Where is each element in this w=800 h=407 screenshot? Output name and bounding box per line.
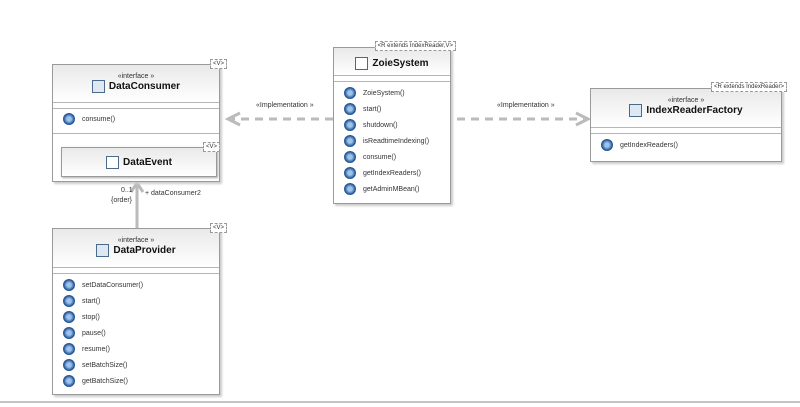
method-label: resume() — [82, 345, 111, 353]
method-icon — [63, 113, 75, 125]
class-icon — [355, 57, 369, 70]
stereotype: «interface » — [117, 237, 155, 244]
method-icon — [344, 151, 356, 163]
method[interactable]: ZoieSystem() — [334, 85, 450, 101]
method-icon — [344, 119, 356, 131]
method-icon — [63, 375, 75, 387]
arrowhead-up — [129, 180, 145, 193]
class-data-provider[interactable]: «interface » DataProvider setDataConsume… — [52, 223, 227, 395]
method[interactable]: pause() — [53, 325, 219, 341]
template-tag: <R extends IndexReader> — [710, 82, 787, 92]
method-label: setDataConsumer() — [82, 281, 144, 289]
method[interactable]: setDataConsumer() — [53, 277, 219, 293]
interface-warning-icon — [96, 244, 110, 257]
method-icon — [344, 135, 356, 147]
implementation-label-left: «Implementation » — [256, 102, 314, 109]
method-icon — [63, 327, 75, 339]
method[interactable]: start() — [53, 293, 219, 309]
implementation-label-right: «Implementation » — [497, 102, 555, 109]
method[interactable]: getIndexReaders() — [334, 165, 450, 181]
method-label: getIndexReaders() — [620, 141, 678, 149]
method-label: stop() — [82, 313, 100, 321]
method[interactable]: getBatchSize() — [53, 373, 219, 389]
template-tag: <V> — [209, 59, 227, 69]
class-name: DataProvider — [113, 245, 176, 256]
method-icon — [63, 343, 75, 355]
class-data-consumer[interactable]: «interface » DataConsumer consume() Data… — [52, 59, 227, 182]
method[interactable]: getAdminMBean() — [334, 181, 450, 197]
multiplicity: 0..1 — [121, 187, 133, 194]
method[interactable]: stop() — [53, 309, 219, 325]
template-tag: <V> — [209, 223, 227, 233]
method-label: getIndexReaders() — [363, 169, 421, 177]
method-icon — [344, 103, 356, 115]
method-label: setBatchSize() — [82, 361, 128, 369]
method[interactable]: setBatchSize() — [53, 357, 219, 373]
method-label: shutdown() — [363, 121, 398, 129]
method-label: start() — [82, 297, 101, 305]
method[interactable]: consume() — [53, 111, 219, 127]
method-label: isReadtimeIndexing() — [363, 137, 430, 145]
method-icon — [344, 167, 356, 179]
interface-icon — [91, 80, 105, 93]
stereotype: «interface » — [117, 73, 155, 80]
method[interactable]: start() — [334, 101, 450, 117]
method[interactable]: consume() — [334, 149, 450, 165]
interface-icon — [629, 104, 643, 117]
method-label: getBatchSize() — [82, 377, 128, 385]
method-label: ZoieSystem() — [363, 89, 405, 97]
method-icon — [63, 279, 75, 291]
class-name: IndexReaderFactory — [646, 105, 743, 116]
class-name: ZoieSystem — [372, 58, 429, 69]
method[interactable]: resume() — [53, 341, 219, 357]
class-zoie-system[interactable]: ZoieSystem ZoieSystem() start() shutdown()… — [333, 41, 456, 204]
template-tag: <V> — [202, 142, 220, 152]
method[interactable]: getIndexReaders() — [591, 137, 781, 153]
role-label: + dataConsumer2 — [145, 190, 201, 197]
method-icon — [344, 183, 356, 195]
class-name: DataEvent — [123, 156, 172, 168]
arrowhead-left — [224, 111, 241, 127]
method-icon — [63, 359, 75, 371]
class-icon — [106, 155, 120, 169]
method-label: pause() — [82, 329, 106, 337]
method[interactable]: isReadtimeIndexing() — [334, 133, 450, 149]
method-label: getAdminMBean() — [363, 185, 420, 193]
class-data-event[interactable]: DataEvent <V> — [61, 142, 220, 177]
method-label: consume() — [363, 153, 397, 161]
arrowhead-right — [575, 111, 592, 127]
method-icon — [63, 311, 75, 323]
method[interactable]: shutdown() — [334, 117, 450, 133]
class-name: DataConsumer — [108, 81, 181, 92]
template-tag: <R extends IndexReader,V> — [374, 41, 456, 51]
method-icon — [63, 295, 75, 307]
method-label: start() — [363, 105, 382, 113]
method-icon — [601, 139, 613, 151]
stereotype: «interface » — [667, 97, 705, 104]
class-index-reader-factory[interactable]: «interface » IndexReaderFactory getIndex… — [590, 82, 787, 162]
method-icon — [344, 87, 356, 99]
constraint: {order} — [111, 197, 133, 204]
